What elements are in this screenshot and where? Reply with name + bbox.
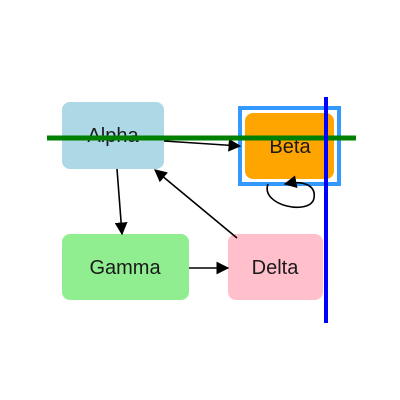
edge-beta-self-loop [266,175,315,208]
node-beta-box [245,113,334,179]
node-delta-label: Delta [252,257,300,279]
node-beta-label: Beta [269,136,311,158]
node-gamma[interactable]: Gamma [62,234,189,300]
node-delta-box [228,234,323,300]
edge-delta-to-alpha [154,169,238,239]
edge-alpha-to-beta [163,138,242,152]
node-beta[interactable]: Beta [245,113,334,179]
node-gamma-label: Gamma [89,257,161,279]
edge-alpha-to-gamma [114,168,128,236]
node-delta[interactable]: Delta [228,234,323,300]
node-gamma-box [62,234,189,300]
